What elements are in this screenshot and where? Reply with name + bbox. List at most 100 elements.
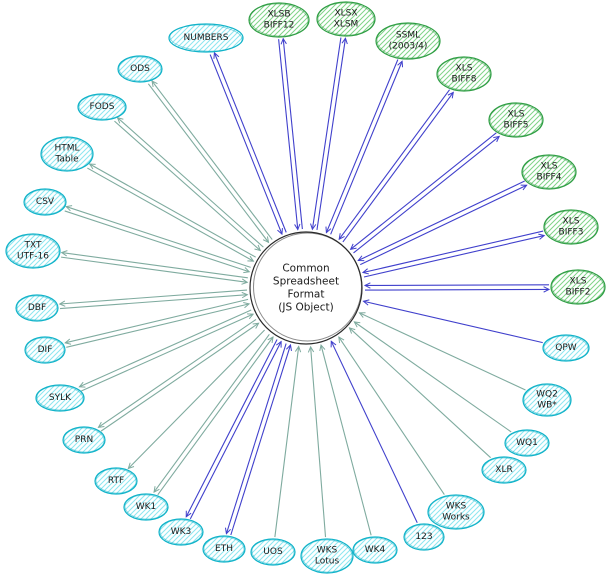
edge-csv bbox=[65, 205, 251, 268]
edge-sylk bbox=[78, 309, 252, 388]
node-label-xlr: XLR bbox=[495, 465, 512, 475]
edge-wks-lotus bbox=[307, 345, 327, 538]
edge-xls-biff3 bbox=[361, 230, 544, 275]
edge-numbers bbox=[213, 51, 287, 233]
node-label-uos: UOS bbox=[263, 547, 283, 557]
edge-xls-biff2 bbox=[363, 282, 549, 289]
edge-eth bbox=[224, 343, 287, 535]
edge-xls-biff8 bbox=[338, 89, 451, 241]
node-label-dif: DIF bbox=[38, 345, 53, 355]
edge-rtf bbox=[127, 329, 266, 470]
edge-wk3 bbox=[189, 340, 282, 520]
node-label-wk4: WK4 bbox=[365, 545, 386, 555]
node-prn: PRN bbox=[62, 426, 106, 454]
node-label-prn: PRN bbox=[75, 435, 93, 445]
edge-wk3 bbox=[185, 339, 278, 518]
node-wk3: WK3 bbox=[158, 518, 204, 546]
node-ssml: SSML(2003/4) bbox=[375, 22, 441, 60]
node-label-eth: ETH bbox=[215, 544, 233, 554]
edge-xls-biff3 bbox=[363, 233, 546, 278]
edge-xlr bbox=[348, 327, 492, 459]
node-label-ssml: SSML(2003/4) bbox=[389, 31, 428, 52]
edge-xls-biff5 bbox=[349, 132, 497, 251]
edge-dif bbox=[66, 302, 251, 348]
node-wk1: WK1 bbox=[123, 493, 169, 521]
node-label-wq1: WQ1 bbox=[516, 438, 538, 448]
node-uos: UOS bbox=[250, 538, 296, 566]
edge-html-table bbox=[87, 167, 255, 262]
edge-fods bbox=[116, 116, 264, 248]
edge-ods bbox=[151, 80, 273, 240]
edge-html-table bbox=[88, 163, 256, 258]
node-numbers: NUMBERS bbox=[168, 23, 244, 53]
edge-uos bbox=[274, 345, 302, 538]
node-ods: ODS bbox=[117, 55, 163, 83]
node-label-wk3: WK3 bbox=[171, 527, 192, 537]
node-qpw: QPW bbox=[542, 334, 590, 362]
edge-xls-biff5 bbox=[353, 135, 501, 254]
edge-xlsb bbox=[280, 37, 303, 230]
node-label-sylk: SYLK bbox=[49, 393, 72, 403]
edge-xlsx bbox=[310, 37, 342, 231]
node-csv: CSV bbox=[23, 188, 67, 216]
edge-eth bbox=[230, 343, 292, 536]
node-label-fods: FODS bbox=[90, 102, 115, 112]
edge-wk1 bbox=[157, 336, 274, 496]
node-label-qpw: QPW bbox=[555, 343, 577, 353]
node-label-wk1: WK1 bbox=[136, 502, 157, 512]
node-rtf: RTF bbox=[94, 467, 138, 495]
edge-csv bbox=[64, 210, 251, 274]
node-wk4: WK4 bbox=[352, 536, 398, 564]
edge-wks-works bbox=[338, 336, 445, 495]
node-fods: FODS bbox=[77, 93, 127, 121]
node-sylk: SYLK bbox=[35, 384, 85, 412]
edge-numbers bbox=[209, 54, 283, 236]
edge-dif bbox=[64, 298, 249, 345]
node-dbf: DBF bbox=[15, 294, 59, 322]
node-123: 123 bbox=[403, 523, 445, 551]
edge-xlsb bbox=[278, 39, 301, 231]
edge-ssml bbox=[325, 59, 399, 234]
edge-wq1 bbox=[353, 321, 512, 433]
edge-ssml bbox=[330, 60, 404, 235]
edge-xls-biff2 bbox=[365, 286, 551, 293]
edges bbox=[58, 37, 551, 538]
edge-xls-biff4 bbox=[359, 184, 528, 266]
edge-fods bbox=[114, 120, 262, 252]
node-label-123: 123 bbox=[415, 532, 432, 542]
edge-prn bbox=[97, 318, 257, 428]
node-dif: DIF bbox=[24, 336, 66, 364]
node-wq1: WQ1 bbox=[504, 429, 550, 457]
node-label-csv: CSV bbox=[36, 197, 55, 207]
edge-dbf bbox=[58, 289, 248, 307]
edge-sylk bbox=[81, 313, 255, 392]
edge-wk1 bbox=[153, 333, 270, 493]
edge-dbf bbox=[59, 291, 249, 310]
edge-wk4 bbox=[319, 343, 372, 536]
